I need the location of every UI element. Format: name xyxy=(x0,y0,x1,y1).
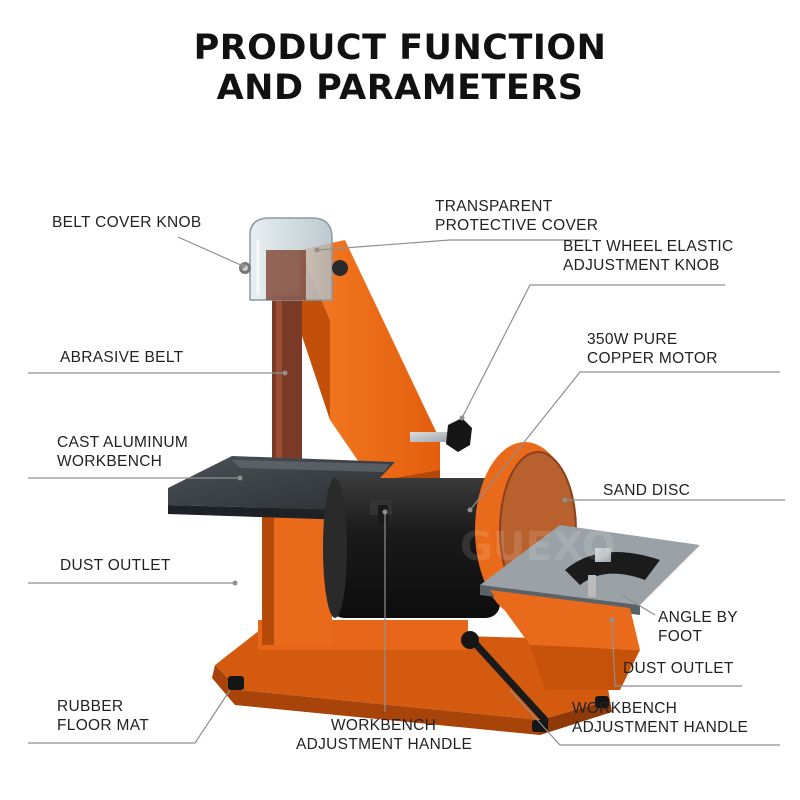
label-dust-outlet-right: DUST OUTLET xyxy=(623,659,734,678)
label-belt-cover-knob: BELT COVER KNOB xyxy=(52,213,202,232)
motor xyxy=(323,478,500,618)
label-cast-workbench-line1: CAST ALUMINUM xyxy=(57,434,189,451)
label-transparent-cover-line1: TRANSPARENT xyxy=(435,198,553,215)
leader-handle-right xyxy=(509,689,780,746)
leader-transparent-cover xyxy=(316,239,590,251)
leader-dust-outlet-right xyxy=(611,619,742,687)
angle-foot-gauge xyxy=(565,548,660,597)
label-sand-disc: SAND DISC xyxy=(603,481,690,500)
abrasive-belt xyxy=(272,295,302,470)
base-frame xyxy=(212,620,612,735)
rubber-feet xyxy=(228,676,609,732)
leader-belt-wheel-knob xyxy=(461,284,725,419)
belt-cover-knob xyxy=(239,262,251,274)
label-motor-line1: 350W PURE xyxy=(587,331,678,348)
workbench-handle-right xyxy=(461,631,549,724)
label-angle-foot-line2: FOOT xyxy=(658,628,703,645)
leader-motor xyxy=(469,371,780,511)
label-handle-center-line2: ADJUSTMENT HANDLE xyxy=(296,736,473,753)
label-angle-foot: ANGLE BY FOOT xyxy=(658,608,738,646)
upper-pivot-knob xyxy=(332,260,348,276)
label-rubber-mat-line1: RUBBER xyxy=(57,698,124,715)
belt-wheel-knob xyxy=(410,418,472,452)
transparent-cover xyxy=(249,217,333,301)
label-handle-right-line1: WORKBENCH xyxy=(572,700,678,717)
leader-belt-cover-knob xyxy=(177,236,244,267)
label-handle-right-line2: ADJUSTMENT HANDLE xyxy=(572,719,749,736)
label-rubber-mat-line2: FLOOR MAT xyxy=(57,717,149,734)
label-cast-workbench: CAST ALUMINUM WORKBENCH xyxy=(57,433,188,471)
label-dust-outlet-right-line1: DUST OUTLET xyxy=(623,660,734,677)
label-cast-workbench-line2: WORKBENCH xyxy=(57,453,163,470)
page-title-line-1: PRODUCT FUNCTION xyxy=(193,28,607,68)
callout-dots xyxy=(232,247,615,623)
label-belt-wheel-knob: BELT WHEEL ELASTIC ADJUSTMENT KNOB xyxy=(563,237,734,275)
label-sand-disc-line1: SAND DISC xyxy=(603,482,691,499)
label-rubber-mat: RUBBER FLOOR MAT xyxy=(57,697,149,735)
label-transparent-cover: TRANSPARENT PROTECTIVE COVER xyxy=(435,197,598,235)
label-dust-outlet-left-line1: DUST OUTLET xyxy=(60,557,171,574)
workbench-handle-center xyxy=(378,505,388,525)
label-dust-outlet-left: DUST OUTLET xyxy=(60,556,171,575)
leader-rubber-mat xyxy=(28,689,231,744)
label-angle-foot-line1: ANGLE BY xyxy=(658,609,738,626)
callout-lines xyxy=(28,236,785,746)
label-abrasive-belt: ABRASIVE BELT xyxy=(60,348,183,367)
label-handle-right: WORKBENCH ADJUSTMENT HANDLE xyxy=(572,699,748,737)
label-motor-line2: COPPER MOTOR xyxy=(587,350,718,367)
label-handle-center-line1: WORKBENCH xyxy=(330,717,437,734)
label-motor: 350W PURE COPPER MOTOR xyxy=(587,330,718,368)
label-belt-wheel-knob-line2: ADJUSTMENT KNOB xyxy=(563,257,720,274)
label-belt-cover-knob-line1: BELT COVER KNOB xyxy=(52,214,202,231)
label-transparent-cover-line2: PROTECTIVE COVER xyxy=(435,217,599,234)
label-abrasive-belt-line1: ABRASIVE BELT xyxy=(60,349,184,366)
leader-angle-foot xyxy=(621,594,656,616)
page-title-line-2: AND PARAMETERS xyxy=(216,68,584,108)
label-handle-center: WORKBENCH ADJUSTMENT HANDLE xyxy=(296,716,473,754)
label-belt-wheel-knob-line1: BELT WHEEL ELASTIC xyxy=(563,238,734,255)
watermark-text: GUEXO xyxy=(460,524,616,570)
